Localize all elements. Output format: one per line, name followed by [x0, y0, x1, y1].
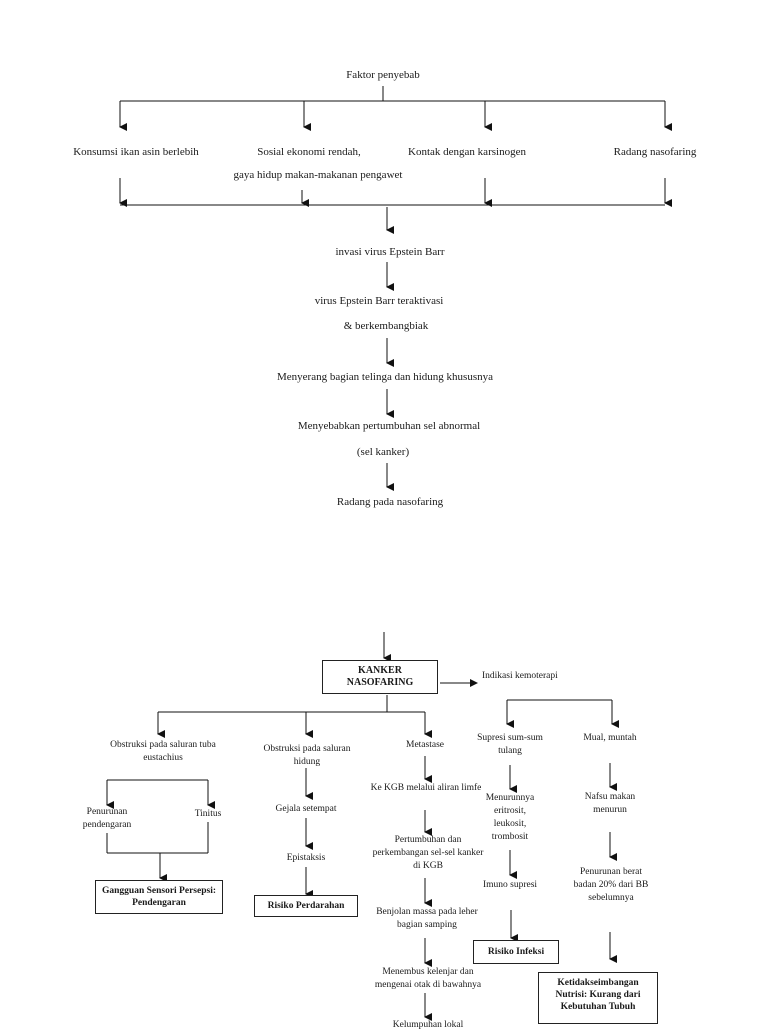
b2-gejala-setempat: Gejala setempat: [275, 804, 337, 814]
b3-ke-kgb: Ke KGB melalui aliran limfe: [370, 783, 482, 793]
dx-risiko-perdarahan: Risiko Perdarahan: [254, 895, 358, 917]
b5-nafsu-makan: Nafsu makan menurun: [584, 792, 636, 815]
dx-ketidakseimbangan-nutrisi: Ketidakseimbangan Nutrisi: Kurang dari K…: [538, 972, 658, 1024]
indikasi-kemoterapi: Indikasi kemoterapi: [482, 671, 558, 681]
b4-menurunnya: Menurunnya eritrosit, leukosit, trombosi…: [485, 793, 535, 842]
b3-benjolan: Benjolan massa pada leher bagian samping: [376, 907, 478, 930]
cause-ikan-asin: Konsumsi ikan asin berlebih: [73, 146, 199, 158]
b3-metastase: Metastase: [406, 740, 444, 750]
root-node: Faktor penyebab: [346, 69, 420, 81]
b1-penurunan-pendengaran: Penurunan pendengaran: [82, 807, 132, 830]
b5-mual-muntah: Mual, muntah: [583, 733, 637, 743]
dx-gangguan-sensori: Gangguan Sensori Persepsi: Pendengaran: [95, 880, 223, 914]
dx-risiko-infeksi: Risiko Infeksi: [473, 940, 559, 964]
b1-tinitus: Tinitus: [194, 809, 222, 819]
cause-radang-nasofaring: Radang nasofaring: [613, 146, 697, 158]
chain-radang-nasofaring: Radang pada nasofaring: [336, 496, 444, 508]
b2-epistaksis: Epistaksis: [286, 853, 326, 863]
b2-title: Obstruksi pada saluran hidung: [263, 744, 351, 767]
chain-invasi-virus: invasi virus Epstein Barr: [335, 246, 445, 258]
b5-penurunan-berat: Penurunan berat badan 20% dari BB sebelu…: [573, 867, 649, 903]
b1-title: Obstruksi pada saluran tuba eustachius: [110, 740, 216, 763]
kanker-nasofaring-box: KANKER NASOFARING: [322, 660, 438, 694]
b4-supresi: Supresi sum-sum tulang: [477, 733, 543, 756]
chain-pertumbuhan-abnormal: Menyebabkan pertumbuhan sel abnormal: [297, 420, 481, 432]
cause-gaya-hidup: gaya hidup makan-makanan pengawet: [233, 169, 403, 181]
cause-sosial-ekonomi: Sosial ekonomi rendah,: [257, 146, 361, 158]
chain-menyerang: Menyerang bagian telinga dan hidung khus…: [277, 371, 493, 383]
chain-berkembangbiak: & berkembangbiak: [343, 320, 429, 332]
chain-sel-kanker: (sel kanker): [356, 446, 410, 458]
b3-menembus-kelenjar: Menembus kelenjar dan mengenai otak di b…: [374, 967, 482, 990]
chain-virus-teraktivasi: virus Epstein Barr teraktivasi: [314, 295, 444, 307]
cause-karsinogen: Kontak dengan karsinogen: [408, 146, 526, 158]
b4-imuno-supresi: Imuno supresi: [482, 880, 538, 890]
b3-kelumpuhan: Kelumpuhan lokal: [392, 1020, 464, 1030]
b3-pertumbuhan-kgb: Pertumbuhan dan perkembangan sel-sel kan…: [372, 835, 484, 871]
